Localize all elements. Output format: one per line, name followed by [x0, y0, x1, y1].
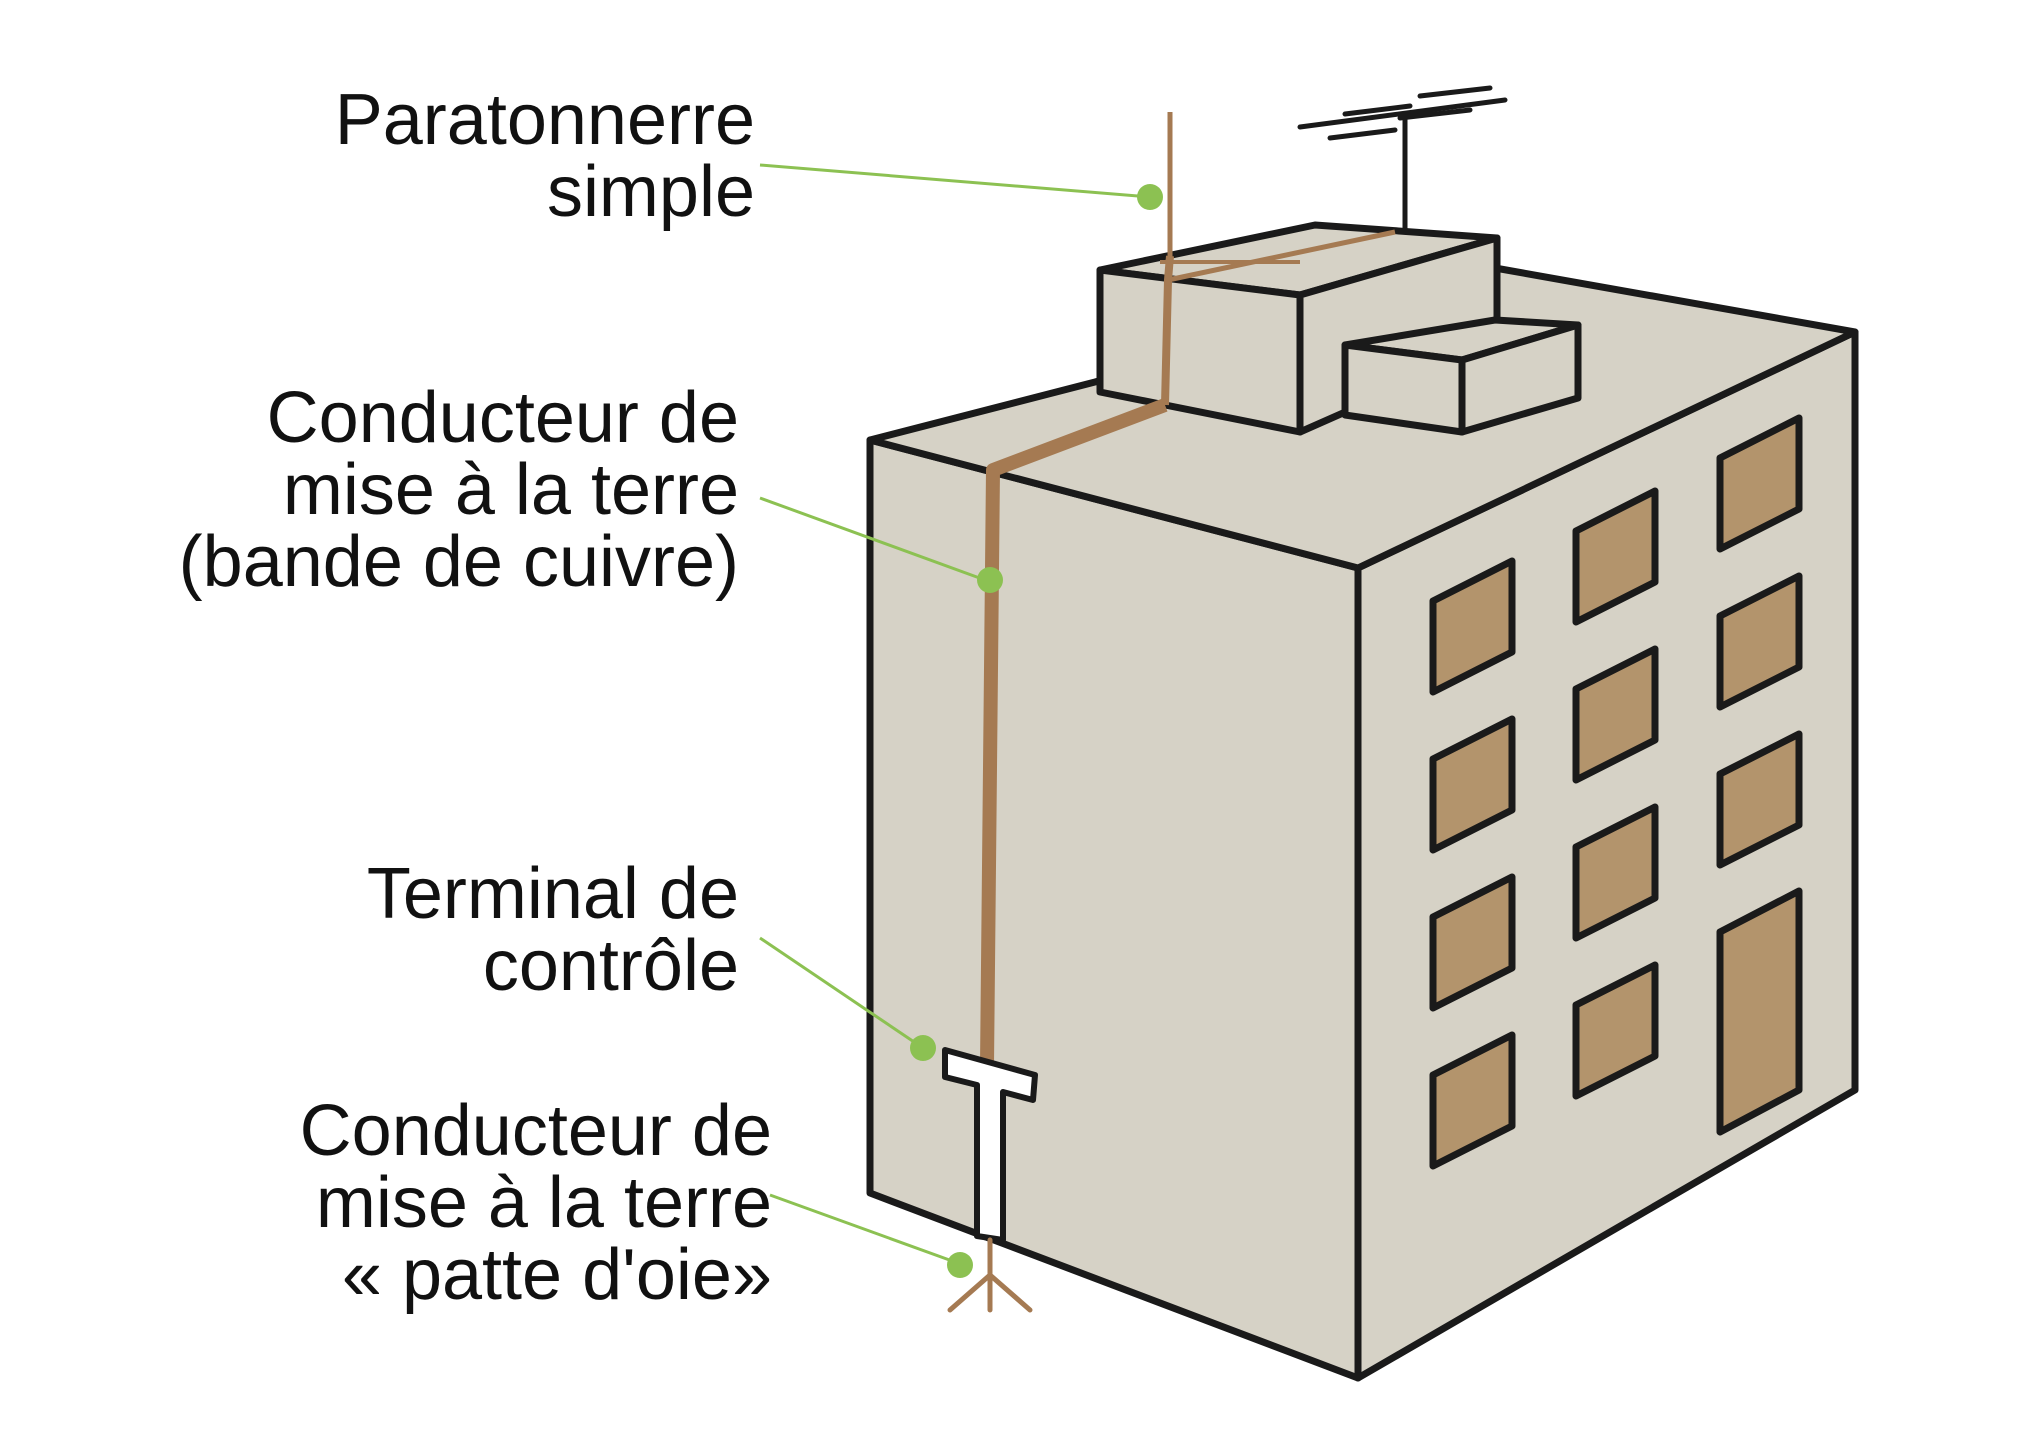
crowfoot-earth-icon [947, 1237, 1033, 1313]
window [1572, 645, 1659, 784]
leader-dots [910, 184, 1163, 1278]
window [1429, 715, 1516, 854]
label-line: (bande de cuivre) [178, 522, 739, 602]
window [1572, 961, 1659, 1100]
copper-strap-rooftop [1160, 229, 1396, 406]
label-line: simple [546, 152, 755, 232]
leader-lines [759, 163, 1151, 1264]
leader-dot-earth-conductor [977, 567, 1003, 593]
label-crowfoot-conductor: Conducteur de mise à la terre « patte d'… [300, 1095, 772, 1311]
rooftop-box-small-side [1458, 321, 1582, 436]
label-line: Conducteur de [266, 378, 739, 458]
label-line: Terminal de [366, 854, 739, 934]
tv-antenna-icon [1297, 85, 1508, 235]
label-test-terminal: Terminal de contrôle [367, 858, 739, 1002]
leader-line-earth-conductor [759, 496, 986, 582]
windows [1429, 414, 1803, 1170]
label-line: Conducteur de [299, 1091, 772, 1171]
window [1716, 572, 1803, 711]
label-line: « patte d'oie» [341, 1235, 772, 1315]
building-left-face [866, 436, 1362, 1382]
window [1716, 414, 1803, 553]
window [1429, 873, 1516, 1012]
window [1572, 487, 1659, 626]
leader-line-test-terminal [759, 936, 924, 1050]
label-lightning-rod: Paratonnerre simple [335, 84, 755, 228]
window [1572, 803, 1659, 942]
label-line: Paratonnerre [334, 80, 755, 160]
leader-dot-lightning-rod [1137, 184, 1163, 210]
label-line: mise à la terre [282, 450, 739, 530]
label-line: contrôle [482, 926, 739, 1006]
leader-line-lightning-rod [759, 163, 1151, 199]
label-earth-conductor: Conducteur de mise à la terre (bande de … [179, 382, 739, 598]
label-line: mise à la terre [315, 1163, 772, 1243]
rooftop-box-small-front [1341, 341, 1466, 436]
leader-dot-test-terminal [910, 1035, 936, 1061]
window [1716, 730, 1803, 869]
window [1429, 1031, 1516, 1170]
copper-strap-conductor [980, 398, 1168, 1066]
leader-line-crowfoot [769, 1193, 956, 1264]
leader-dot-crowfoot [947, 1252, 973, 1278]
window [1429, 557, 1516, 696]
t-terminal-icon [942, 1047, 1038, 1243]
door [1716, 887, 1803, 1136]
